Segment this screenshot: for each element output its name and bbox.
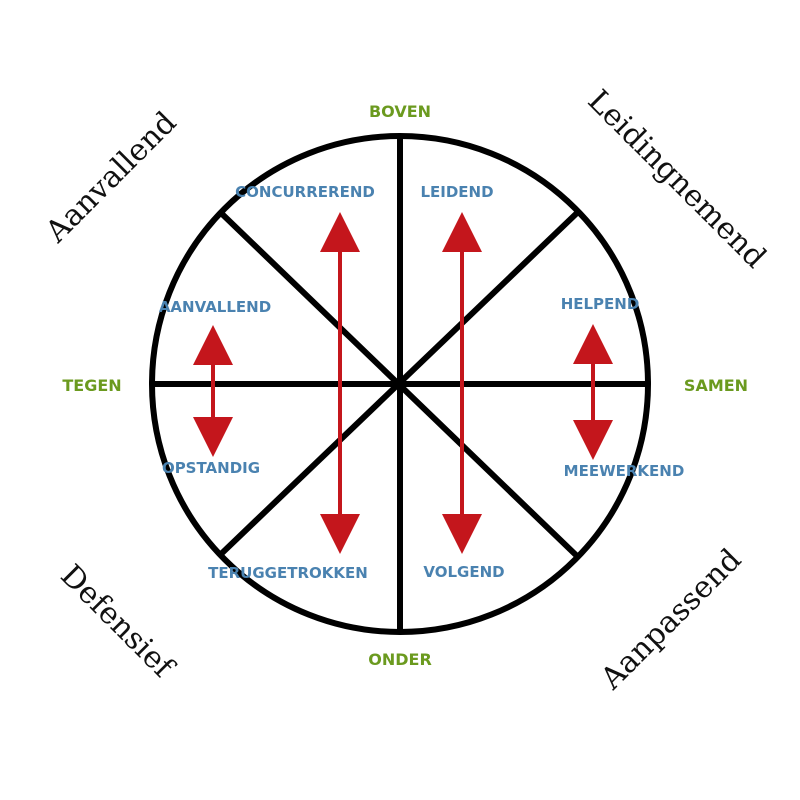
axis-label-right: SAMEN (684, 376, 748, 395)
corner-label-bottom-right: Aanpassend (593, 542, 748, 697)
axis-label-bottom: ONDER (368, 650, 432, 669)
circle-structure (149, 133, 651, 635)
segment-label-helpend: HELPEND (561, 295, 640, 313)
diagonal-line-falling (217, 209, 581, 560)
segment-label-aanvallend: AANVALLEND (159, 298, 271, 316)
axis-label-top: BOVEN (369, 102, 431, 121)
segment-label-leidend: LEIDEND (420, 183, 493, 201)
corner-label-bottom-left: Defensief (53, 558, 181, 686)
segment-label-opstandig: OPSTANDIG (162, 459, 260, 477)
segment-labels: CONCURREREND LEIDEND AANVALLEND HELPEND … (159, 183, 684, 582)
segment-label-concurrerend: CONCURREREND (235, 183, 375, 201)
arrows (193, 212, 613, 554)
corner-label-top-left: Aanvallend (38, 105, 183, 250)
segment-label-volgend: VOLGEND (423, 563, 504, 581)
axis-labels: BOVEN ONDER TEGEN SAMEN (62, 102, 748, 669)
segment-label-teruggetrokken: TERUGGETROKKEN (208, 564, 368, 582)
segment-label-meewerkend: MEEWERKEND (564, 462, 685, 480)
axis-label-left: TEGEN (62, 376, 121, 395)
